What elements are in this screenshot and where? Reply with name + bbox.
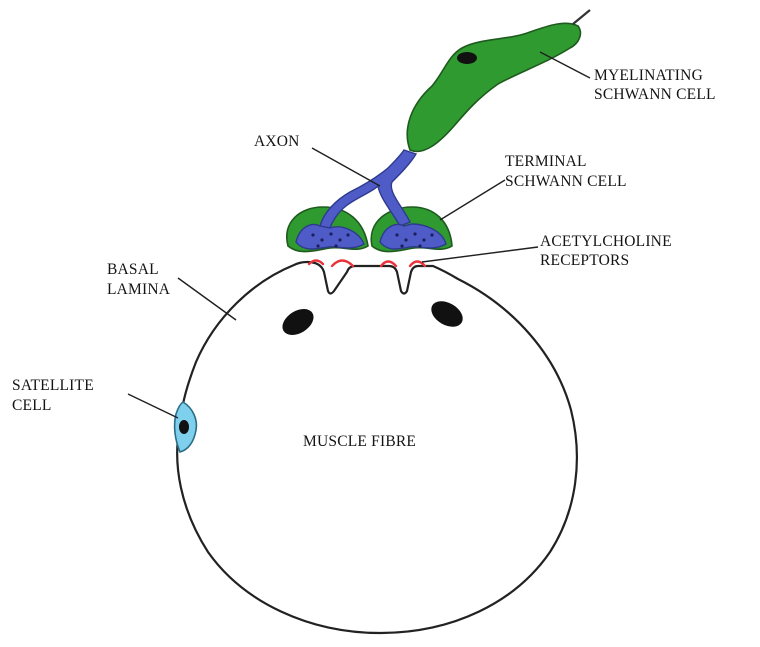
label-myelinating-line2: SCHWANN CELL — [594, 86, 716, 103]
label-myelinating-line1: MYELINATING — [594, 67, 703, 84]
label-terminal-line2: SCHWANN CELL — [505, 173, 627, 190]
leader-axon — [312, 148, 380, 186]
label-satellite-line1: SATELLITE — [12, 377, 94, 394]
leader-satellite — [128, 394, 178, 418]
leader-myelinating — [540, 52, 590, 78]
label-muscle-fibre: MUSCLE FIBRE — [303, 433, 416, 450]
label-satellite-line2: CELL — [12, 397, 52, 414]
label-basal-line1: BASAL — [107, 261, 159, 278]
satellite-nucleus — [179, 420, 189, 434]
label-ach-line1: ACETYLCHOLINE — [540, 233, 672, 250]
schwann-nucleus — [457, 52, 477, 64]
leader-terminal — [440, 180, 505, 220]
axon-tail — [573, 10, 590, 24]
myelinating-schwann-cell — [407, 23, 580, 151]
label-basal-line2: LAMINA — [107, 281, 171, 298]
label-ach-line2: RECEPTORS — [540, 252, 629, 269]
leader-basal — [178, 278, 236, 320]
axon — [320, 150, 416, 228]
label-terminal-line1: TERMINAL — [505, 153, 587, 170]
label-axon: AXON — [254, 133, 300, 150]
